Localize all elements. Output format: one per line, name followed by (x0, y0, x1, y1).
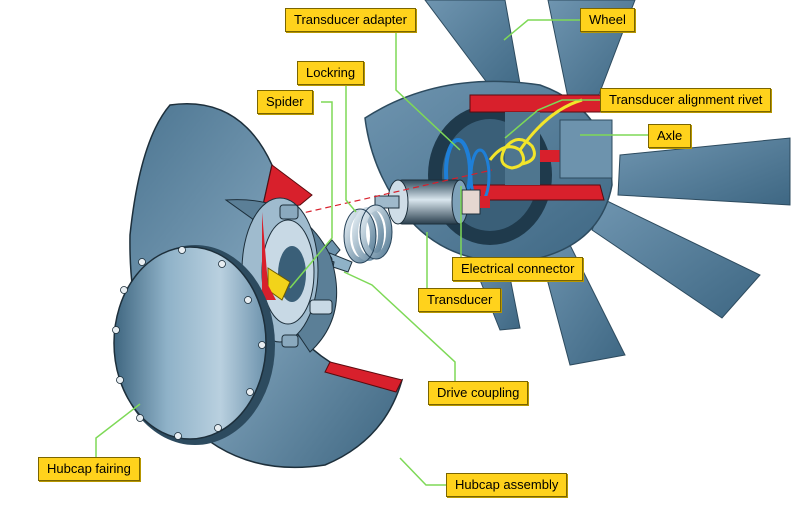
label-transducer-alignment-rivet: Transducer alignment rivet (600, 88, 772, 112)
spider (267, 267, 291, 301)
label-hubcap-fairing: Hubcap fairing (38, 457, 140, 481)
transducer-wire (488, 98, 583, 170)
label-hubcap-assembly: Hubcap assembly (446, 473, 568, 497)
hubcap-fairing (112, 245, 275, 445)
label-transducer-adapter: Transducer adapter (285, 8, 416, 32)
label-lockring: Lockring (297, 61, 365, 85)
label-transducer: Transducer (418, 288, 502, 312)
lockring (344, 205, 392, 263)
label-drive-coupling: Drive coupling (428, 381, 529, 405)
transducer (374, 179, 490, 225)
label-axle: Axle (648, 124, 692, 148)
lockring-outline (343, 204, 393, 264)
label-spider: Spider (257, 90, 313, 114)
label-electrical-connector: Electrical connector (452, 257, 584, 281)
label-wheel: Wheel (580, 8, 635, 32)
